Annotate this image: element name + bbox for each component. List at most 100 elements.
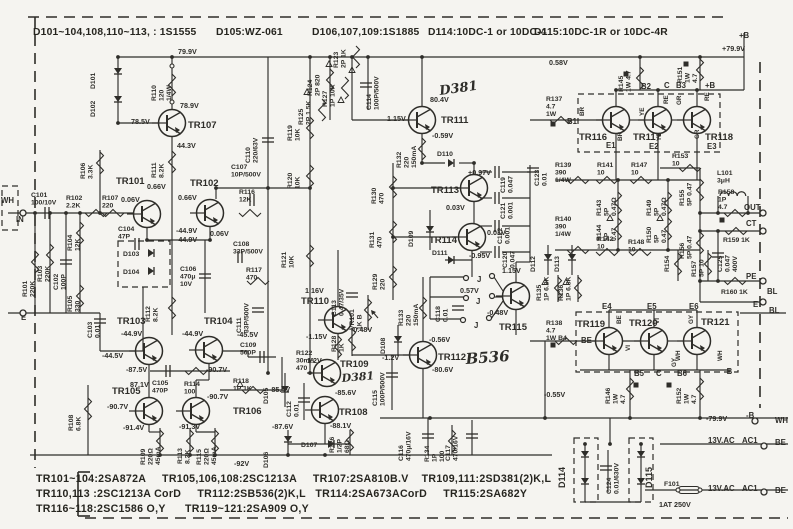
transistor-TR107-arrow bbox=[175, 127, 180, 133]
transistor-TR110-label: TR110 bbox=[301, 296, 329, 307]
resistor-R148-label: R148 bbox=[628, 239, 644, 246]
diode-D105-label: D105 bbox=[263, 388, 270, 404]
resistor-R124-symbol bbox=[325, 68, 335, 92]
fuse-F101-label: F101 bbox=[664, 481, 680, 488]
terminal-label: BE bbox=[581, 336, 592, 345]
junction-dot bbox=[616, 178, 620, 182]
voltage-label: 1AT 250V bbox=[659, 500, 691, 509]
junction-dot bbox=[286, 453, 290, 457]
terminal-label: -B bbox=[724, 367, 733, 376]
voltage-label: -92V bbox=[234, 459, 249, 468]
transistor-TR104-arrow bbox=[212, 354, 217, 360]
transistor-TR102-label: TR102 bbox=[190, 178, 219, 189]
resistor-R148-label: 10 bbox=[628, 247, 636, 254]
resistor-R147-label: R147 bbox=[631, 162, 647, 169]
capacitor-C111-label: 33P/500V bbox=[244, 303, 251, 333]
terminal-label: BE bbox=[775, 486, 786, 495]
resistor-R121-label: 10K bbox=[289, 255, 296, 268]
capacitor-C105-label: C105 bbox=[152, 380, 168, 387]
resistor-R143-symbol bbox=[613, 191, 623, 215]
transistor-type-list-line-1: TR101~104:2SA872A TR105,106,108:2SC1213A… bbox=[36, 473, 552, 485]
resistor-R101-symbol bbox=[30, 250, 40, 274]
resistor-R126-label: 68Ω bbox=[344, 439, 351, 453]
capacitor-C112-label: C112 bbox=[286, 401, 293, 417]
capacitor-C106-label: 10V bbox=[180, 281, 193, 288]
wire-color-code: RE bbox=[663, 95, 670, 104]
voltage-label: -0.56V bbox=[429, 335, 450, 344]
transistor-TR120-label: TR120 bbox=[629, 318, 658, 329]
capacitor-C108-label: 33P/500V bbox=[233, 249, 263, 256]
terminal bbox=[760, 442, 768, 450]
junction-dot bbox=[116, 121, 120, 125]
resistor-R135-label: R135 bbox=[536, 285, 543, 301]
resistor-R110-label: R110 bbox=[151, 85, 158, 101]
resistor-R149-symbol bbox=[663, 191, 673, 215]
junction-dot bbox=[78, 211, 82, 215]
voltage-label: -91.3V bbox=[179, 422, 200, 431]
resistor-R159-label: R159 1K bbox=[723, 237, 750, 244]
wire-color-code: RE bbox=[704, 92, 711, 101]
wire bbox=[493, 276, 504, 292]
resistor-R117-symbol bbox=[246, 276, 270, 286]
resistor-R143-label: 5P bbox=[604, 207, 611, 216]
resistor-R105-symbol bbox=[75, 284, 85, 308]
resistor-VR101-symbol bbox=[363, 298, 373, 322]
resistor-R112-symbol bbox=[167, 296, 177, 320]
capacitor-C115-label: C115 bbox=[372, 390, 379, 406]
resistor-R117-label: 470 bbox=[246, 275, 258, 282]
resistor-R111-symbol bbox=[167, 150, 177, 174]
resistor-R157-label: 5P 10 bbox=[699, 259, 706, 277]
terminal-label: B6 bbox=[677, 369, 688, 378]
capacitor-C122-label: 0.001 bbox=[505, 227, 512, 244]
terminal-label: WH bbox=[1, 196, 14, 205]
resistor-R156-label: R156 bbox=[679, 243, 686, 259]
resistor-R112-label: R112 bbox=[145, 306, 152, 322]
switch-contact bbox=[462, 274, 470, 282]
resistor-R130-label: 470 bbox=[379, 192, 386, 204]
resistor-R128-label: 1K bbox=[339, 343, 346, 352]
resistor-R117-label: R117 bbox=[246, 267, 262, 274]
junction-dot bbox=[188, 453, 192, 457]
resistor-R160-symbol bbox=[723, 276, 747, 286]
junction-dot bbox=[308, 371, 312, 375]
junction-dot bbox=[213, 453, 217, 457]
capacitor-C117-label: C117 bbox=[445, 445, 452, 461]
diode-D106-symbol bbox=[284, 436, 292, 442]
terminal-label: E6 bbox=[689, 302, 699, 311]
resistor-R156-label: 5P 0.47 bbox=[687, 235, 694, 259]
handwritten-annotation: D381 bbox=[340, 369, 375, 385]
square-mark bbox=[633, 382, 639, 388]
header-diode-group-5: D115:10DC-1R or 10DC-4R bbox=[534, 27, 668, 38]
resistor-R144-symbol bbox=[613, 217, 623, 241]
terminal-label: B3 bbox=[676, 81, 687, 90]
capacitor-C111-label: C111 bbox=[236, 317, 243, 333]
capacitor-C109-label: C109 bbox=[240, 342, 256, 349]
resistor-R107-label: 220 bbox=[102, 203, 114, 210]
junction-dot bbox=[583, 442, 587, 446]
resistor-R148-symbol bbox=[628, 247, 652, 257]
resistor-R103-label: 220K bbox=[45, 266, 52, 282]
diode-D114-symbol bbox=[581, 478, 589, 484]
potentiometer-VR101-label: VR101 bbox=[349, 309, 356, 330]
diode-D107-symbol bbox=[328, 440, 334, 448]
wire-color-code: WH bbox=[675, 350, 682, 361]
resistor-R138-label: 4.7 bbox=[546, 328, 556, 335]
diode-D101-symbol bbox=[114, 68, 122, 74]
junction-dot bbox=[64, 211, 68, 215]
resistor-R155-symbol bbox=[695, 178, 705, 202]
voltage-label: 80.4V bbox=[430, 95, 449, 104]
junction-dot bbox=[472, 161, 476, 165]
wire-color-code: BE bbox=[616, 315, 623, 324]
junction-dot bbox=[170, 55, 174, 59]
transistor-TR118-label: TR118 bbox=[705, 132, 733, 143]
diode-D111-symbol bbox=[448, 256, 454, 264]
resistor-R127-label: R127 bbox=[322, 91, 329, 107]
resistor-R136-label: 1P 6.8K bbox=[566, 276, 573, 301]
capacitor-C122-label: C122 bbox=[497, 228, 504, 244]
terminal-label: CT bbox=[746, 219, 757, 228]
resistor-R149-label: R149 bbox=[646, 200, 653, 216]
resistor-R133-label: R133 bbox=[398, 310, 405, 326]
resistor-R152-label: R152 bbox=[676, 388, 683, 404]
capacitor-C110-label: C110 bbox=[245, 147, 252, 163]
diode-D109-symbol bbox=[426, 226, 434, 232]
